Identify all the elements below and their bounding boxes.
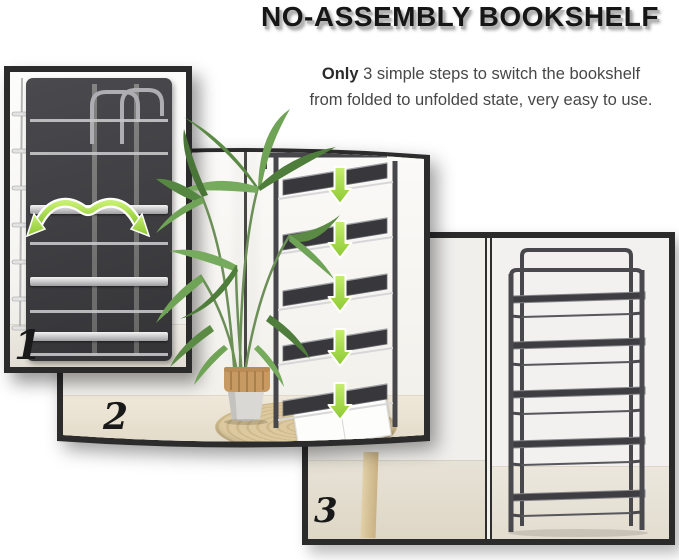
shelf-rail bbox=[30, 119, 168, 122]
frame-tubes bbox=[90, 88, 164, 144]
unfolded-bookshelf bbox=[508, 248, 648, 537]
page-title: NO-ASSEMBLY BOOKSHELF bbox=[261, 1, 659, 32]
panel3-left-floor bbox=[308, 460, 485, 539]
wood-stick bbox=[360, 451, 379, 539]
unfold-arrows-icon bbox=[26, 197, 150, 238]
plant-pot bbox=[224, 367, 270, 425]
palm-plant bbox=[156, 109, 340, 425]
panel3-spine bbox=[485, 238, 492, 539]
step-number-2: 2 bbox=[103, 396, 129, 438]
step-number-3: 3 bbox=[314, 491, 338, 531]
subtitle-line-2: from folded to unfolded state, very easy… bbox=[309, 91, 653, 109]
shelf-rail bbox=[30, 332, 168, 341]
shelf-rail bbox=[30, 152, 168, 155]
step-number-1: 1 bbox=[14, 322, 42, 369]
subtitle: Only 3 simple steps to switch the booksh… bbox=[285, 61, 677, 113]
subtitle-bold-word: Only bbox=[321, 65, 359, 83]
step-1-panel: 1 bbox=[4, 66, 192, 373]
shelf-rail bbox=[30, 310, 168, 313]
fold-gap bbox=[92, 84, 97, 355]
shelf-rail bbox=[30, 242, 168, 245]
panel2-spine bbox=[244, 145, 247, 449]
shelf-rail bbox=[30, 277, 168, 286]
subtitle-line-1: Only 3 simple steps to switch the booksh… bbox=[285, 61, 677, 87]
down-arrow-icons bbox=[329, 167, 352, 420]
subtitle-line-1-rest: 3 simple steps to switch the bookshelf bbox=[358, 65, 641, 83]
shelf-rail bbox=[30, 353, 168, 356]
